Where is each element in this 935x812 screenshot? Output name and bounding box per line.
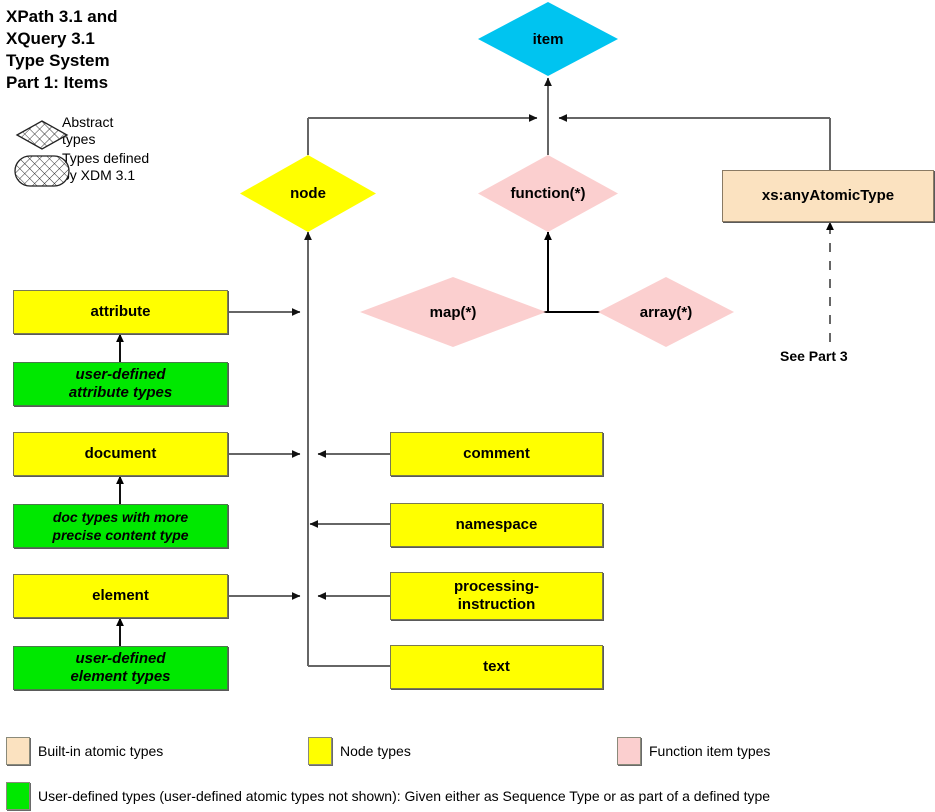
document-label: document <box>84 445 157 462</box>
node-processing-instruction[interactable]: processing- instruction <box>390 572 603 620</box>
node-attribute[interactable]: attribute <box>13 290 228 334</box>
item-label: item <box>532 30 564 48</box>
see-part-3-note: See Part 3 <box>780 348 848 364</box>
legend-key-xdm-types: Types defined by XDM 3.1 <box>62 150 150 183</box>
legend-swatch-builtin-atomic-types <box>6 737 30 765</box>
user-defined-element-types-label: user-defined element types <box>70 650 171 685</box>
comment-label: comment <box>463 445 530 462</box>
legend-label-builtin-atomic-types: Built-in atomic types <box>38 743 164 759</box>
node-text[interactable]: text <box>390 645 603 689</box>
node-item[interactable]: item <box>478 2 618 76</box>
doc-types-label: doc types with more precise content type <box>52 509 189 543</box>
attribute-label: attribute <box>90 303 151 320</box>
page-title: XPath 3.1 and XQuery 3.1 Type System Par… <box>6 7 118 92</box>
legend-swatch-node-types <box>308 737 332 765</box>
node-element[interactable]: element <box>13 574 228 618</box>
node-doc-types[interactable]: doc types with more precise content type <box>13 504 228 548</box>
legend-swatch-user-defined-types <box>6 782 30 810</box>
node-function[interactable]: function(*) <box>478 155 618 232</box>
node-user-defined-element-types[interactable]: user-defined element types <box>13 646 228 690</box>
legend-label-function-item-types: Function item types <box>649 743 771 759</box>
legend-label-node-types: Node types <box>340 743 411 759</box>
element-label: element <box>92 587 149 604</box>
node-comment[interactable]: comment <box>390 432 603 476</box>
node-user-defined-attribute-types[interactable]: user-defined attribute types <box>13 362 228 406</box>
legend-label-user-defined-types: User-defined types (user-defined atomic … <box>38 788 771 804</box>
legend-key-abstract-types: Abstract types <box>62 114 114 147</box>
node-map[interactable]: map(*) <box>360 277 546 347</box>
array-label: array(*) <box>639 303 693 321</box>
processing-instruction-label: processing- instruction <box>453 578 540 613</box>
any-atomic-type-label: xs:anyAtomicType <box>761 187 895 204</box>
xdm-types-icon <box>14 155 70 187</box>
node-label: node <box>290 185 326 202</box>
text-label: text <box>483 658 510 675</box>
user-defined-attribute-types-label: user-defined attribute types <box>68 366 173 401</box>
node-document[interactable]: document <box>13 432 228 476</box>
map-label: map(*) <box>429 303 477 321</box>
node-node[interactable]: node <box>240 155 376 232</box>
function-label: function(*) <box>510 185 586 202</box>
abstract-types-icon <box>15 120 69 150</box>
node-namespace[interactable]: namespace <box>390 503 603 547</box>
node-array[interactable]: array(*) <box>598 277 734 347</box>
node-any-atomic-type[interactable]: xs:anyAtomicType <box>722 170 934 222</box>
legend-swatch-function-item-types <box>617 737 641 765</box>
namespace-label: namespace <box>455 516 538 533</box>
